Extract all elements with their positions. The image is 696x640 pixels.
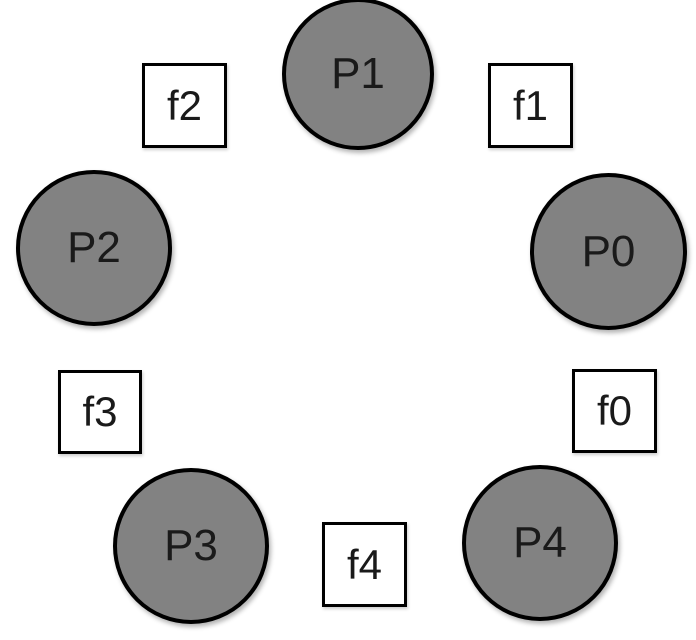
- fork-label-f4: f4: [346, 540, 383, 588]
- philosopher-label-p1: P1: [331, 49, 385, 98]
- fork-node-f1: f1: [488, 63, 573, 148]
- fork-node-f2: f2: [142, 63, 227, 148]
- philosopher-node-p4: P4: [462, 465, 618, 621]
- philosopher-label-p3: P3: [164, 521, 218, 570]
- fork-label-f0: f0: [596, 387, 633, 434]
- philosopher-label-p4: P4: [513, 518, 567, 567]
- philosopher-node-p1: P1: [282, 0, 434, 150]
- fork-label-f3: f3: [82, 388, 118, 435]
- philosopher-label-p2: P2: [67, 223, 121, 272]
- fork-node-f3: f3: [58, 370, 142, 454]
- fork-label-f1: f1: [512, 81, 549, 129]
- philosopher-node-p0: P0: [530, 173, 687, 330]
- fork-node-f0: f0: [572, 369, 657, 453]
- philosopher-node-p2: P2: [16, 170, 172, 326]
- philosopher-label-p0: P0: [581, 226, 636, 276]
- fork-node-f4: f4: [322, 522, 407, 607]
- philosopher-node-p3: P3: [113, 468, 269, 624]
- fork-label-f2: f2: [166, 81, 203, 129]
